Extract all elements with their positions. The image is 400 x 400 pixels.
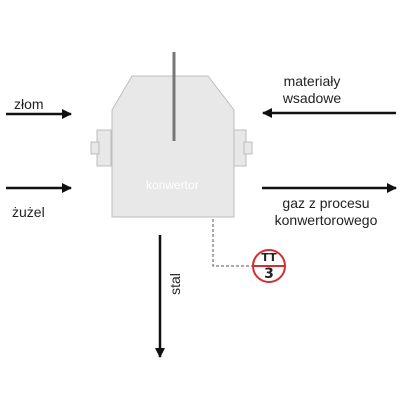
charge-materials-line1: materiały (283, 73, 341, 89)
converter-label: konwertor (146, 178, 199, 192)
steel-label: stal (166, 273, 183, 295)
instrument-code: TT (261, 251, 277, 264)
charge-materials-label: materiały wsadowe (266, 73, 358, 107)
charge-materials-line2: wsadowe (282, 90, 342, 106)
temperature-transmitter (252, 249, 286, 283)
converter-body (111, 75, 235, 218)
gas-label-line1: gaz z procesu (282, 195, 370, 211)
instrument-number: 3 (264, 266, 274, 282)
instrument-connection-line (212, 219, 252, 267)
right-trunnion-pin (243, 141, 253, 155)
gas-label-line2: konwertorowego (274, 212, 378, 228)
left-trunnion-pin (90, 141, 100, 155)
scrap-label: złom (14, 96, 44, 112)
converter-vessel (90, 52, 253, 218)
slag-label: żużel (12, 204, 45, 220)
gas-label: gaz z procesu konwertorowego (262, 195, 390, 229)
